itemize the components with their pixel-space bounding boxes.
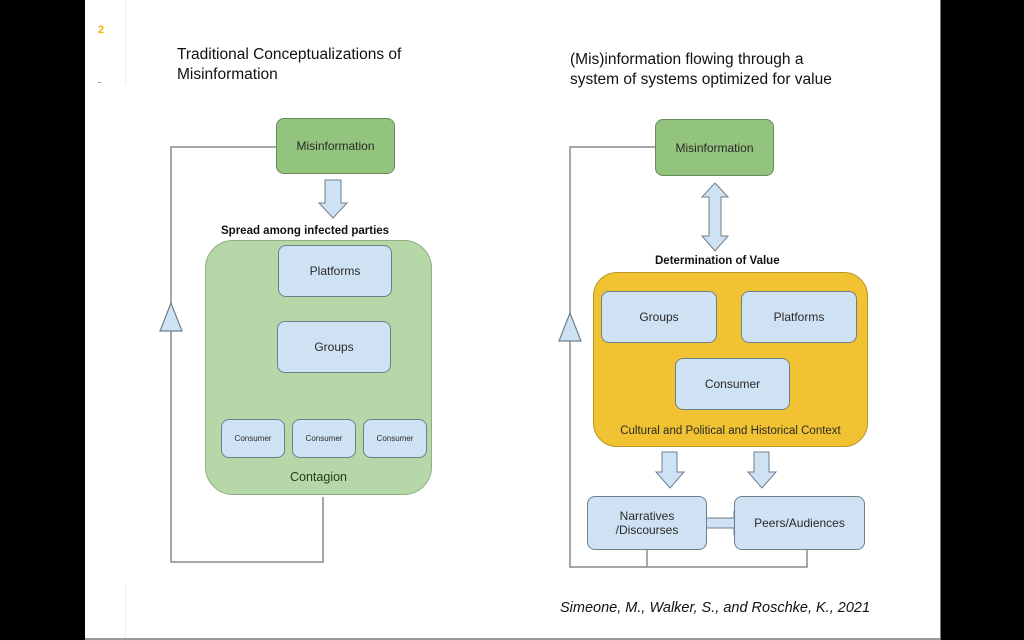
left-platforms-node: Platforms — [278, 245, 392, 297]
left-feedback-arrow-icon — [159, 301, 183, 332]
right-feedback-loop-line — [569, 146, 808, 568]
down-arrow-icon — [317, 179, 349, 219]
node-label: Misinformation — [675, 140, 754, 155]
node-label: Consumer — [376, 434, 414, 443]
left-groups-node: Groups — [277, 321, 391, 373]
contagion-label: Contagion — [290, 470, 347, 484]
node-label: Narratives — [619, 509, 675, 523]
left-diagram-title: Traditional Conceptualizations of Misinf… — [177, 45, 401, 85]
citation: Simeone, M., Walker, S., and Roschke, K.… — [560, 600, 871, 616]
down-arrow-icon — [654, 451, 686, 489]
left-consumer-node: Consumer — [292, 419, 356, 458]
left-consumer-node: Consumer — [221, 419, 285, 458]
value-label: Determination of Value — [655, 255, 780, 267]
gutter-divider — [125, 585, 126, 640]
left-feedback-loop-line — [170, 146, 324, 563]
node-label: Consumer — [305, 434, 343, 443]
node-label: Groups — [314, 340, 354, 354]
spread-label: Spread among infected parties — [221, 225, 390, 237]
left-misinformation-node: Misinformation — [276, 118, 395, 174]
left-title-line1: Traditional Conceptualizations of — [177, 46, 402, 63]
context-label: Cultural and Political and Historical Co… — [620, 425, 841, 437]
slide-bottom-border — [85, 638, 940, 640]
gutter-divider — [125, 0, 126, 85]
slide-number: 2 — [98, 24, 105, 36]
right-misinformation-node: Misinformation — [655, 119, 774, 176]
slide-marker — [98, 82, 101, 83]
right-title-line1: (Mis)information flowing through a — [570, 51, 804, 68]
double-arrow-vertical-icon — [700, 182, 730, 252]
right-diagram-title: (Mis)information flowing through a syste… — [570, 50, 832, 90]
peers-node: Peers/Audiences — [734, 496, 865, 550]
node-label: Platforms — [773, 310, 825, 324]
node-label: /Discourses — [615, 523, 679, 537]
left-title-line2: Misinformation — [177, 66, 278, 83]
right-groups-node: Groups — [601, 291, 717, 343]
down-arrow-icon — [746, 451, 778, 489]
node-label: Peers/Audiences — [754, 516, 845, 530]
node-label: Consumer — [704, 377, 761, 391]
right-consumer-node: Consumer — [675, 358, 790, 410]
right-platforms-node: Platforms — [741, 291, 857, 343]
left-consumer-node: Consumer — [363, 419, 427, 458]
node-label: Platforms — [309, 264, 361, 278]
node-label: Consumer — [234, 434, 272, 443]
right-title-line2: system of systems optimized for value — [570, 71, 832, 88]
right-feedback-arrow-icon — [558, 311, 582, 342]
narratives-node: Narratives /Discourses — [587, 496, 707, 550]
node-label: Groups — [639, 310, 679, 324]
node-label: Misinformation — [296, 139, 375, 153]
